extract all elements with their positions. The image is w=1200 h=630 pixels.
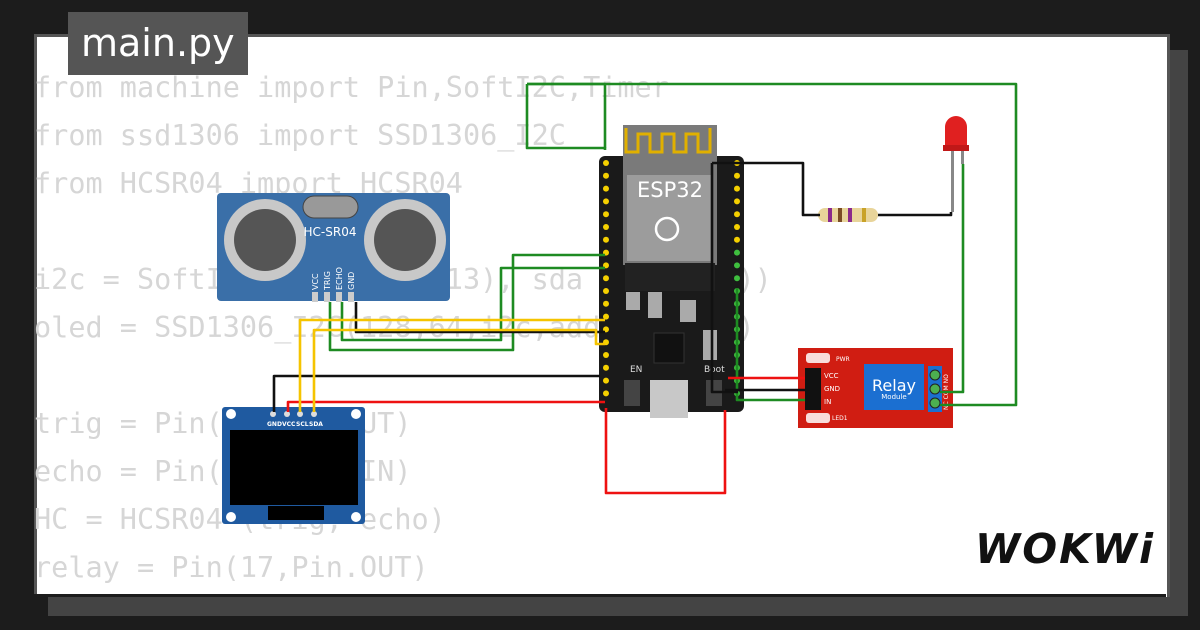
hcsr04-pin-echo: ECHO [335,267,344,290]
esp32-pin [603,211,609,218]
esp32-pin [734,211,740,218]
esp32-pin [603,236,609,243]
code-line-11: relay = Pin(17,Pin.OUT) [34,551,429,584]
relay-subtitle: Module [881,393,906,401]
esp32-pin [603,364,609,371]
esp32-pin [734,236,740,243]
resistor[interactable] [818,208,878,222]
esp32-pin [603,275,609,282]
esp32-pin [734,275,740,282]
relay-led-label: LED1 [832,415,848,422]
esp32-pin [734,249,740,256]
esp32-pin [603,172,609,179]
esp32-pin [603,352,609,358]
esp32-pin [603,288,609,294]
hcsr04-pin-trig: TRIG [323,271,332,291]
hcsr04-label: HC-SR04 [304,225,357,239]
relay-pin-vcc: VCC [824,372,839,380]
code-line-2: from ssd1306 import SSD1306_I2C [34,119,566,152]
esp32-pin [603,160,609,166]
esp32-pin [603,224,609,230]
hcsr04-pin-gnd: GND [347,272,356,290]
usb-port [650,380,688,418]
file-tab[interactable]: main.py [68,12,248,75]
relay-title: Relay [872,376,916,395]
esp32-pin [734,262,740,269]
esp32-board[interactable]: ESP32 EN Boot [599,125,744,418]
esp32-pin [603,390,609,397]
en-label: EN [630,365,642,375]
esp32-pin [603,313,609,320]
wires [272,82,1018,495]
relay-pin-gnd: GND [824,385,840,393]
hcsr04-pin-vcc: VCC [311,273,320,290]
shadow-bottom [48,597,1188,616]
espressif-logo-icon [654,216,680,242]
oled-pin-vcc: VCC [282,421,296,428]
oled-pin-gnd: GND [267,421,282,428]
esp32-label: ESP32 [637,178,703,202]
wokwi-logo: WOKWi [975,525,1156,573]
oled-display[interactable]: GND VCC SCL SDA [222,407,365,524]
relay-pwr-label: PWR [836,356,850,363]
relay-module[interactable]: Relay Module PWR LED1 VCC GND IN NC COM … [798,348,953,428]
esp32-pin [603,185,609,192]
esp32-pin [603,300,609,307]
relay-pin-in: IN [824,398,831,406]
esp32-pin [734,185,740,192]
esp32-pin [734,224,740,230]
esp32-pin [734,198,740,205]
red-led[interactable] [943,116,969,212]
code-line-1: from machine import Pin,SoftI2C,Timer [34,71,669,104]
boot-label: Boot [704,365,725,375]
hcsr04-sensor[interactable]: HC-SR04 VCC TRIG ECHO GND [217,193,450,302]
esp32-pin [603,198,609,205]
oled-pin-sda: SDA [309,421,323,428]
esp32-pin [734,172,740,179]
en-button[interactable] [624,380,640,406]
esp32-pin [603,377,609,384]
oled-pin-scl: SCL [296,421,309,428]
